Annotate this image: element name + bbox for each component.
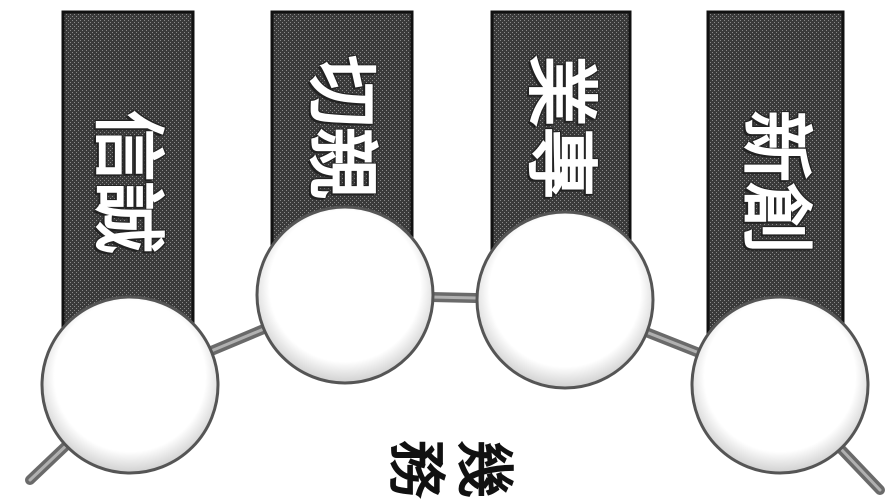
banner-1 (61, 10, 195, 344)
circle-3 (475, 210, 655, 390)
banner-label-2-char-1: 切 (299, 54, 385, 128)
banner-label-1-char-2: 誠 (85, 181, 171, 255)
banner-label-1: 信 誠 (85, 109, 171, 255)
banner-label-3: 業 專 (518, 54, 604, 200)
banner-label-3-char-2: 專 (518, 126, 604, 200)
circle-4 (690, 295, 870, 475)
bottom-label-char-2: 幾 (450, 439, 519, 499)
banner-4 (706, 10, 845, 354)
banner-label-1-char-1: 信 (85, 109, 171, 183)
banner-label-4-char-1: 新 (733, 109, 819, 183)
banner-label-2: 切 親 (299, 54, 385, 200)
bottom-label: 務 幾 (380, 440, 520, 498)
banner-label-2-char-2: 親 (299, 126, 385, 200)
circle-1 (40, 295, 220, 475)
banner-label-4-char-2: 創 (733, 181, 819, 255)
circle-2 (255, 205, 435, 385)
banner-label-3-char-1: 業 (518, 54, 604, 128)
bottom-label-char-1: 務 (381, 439, 450, 499)
banner-label-4: 新 創 (733, 109, 819, 255)
